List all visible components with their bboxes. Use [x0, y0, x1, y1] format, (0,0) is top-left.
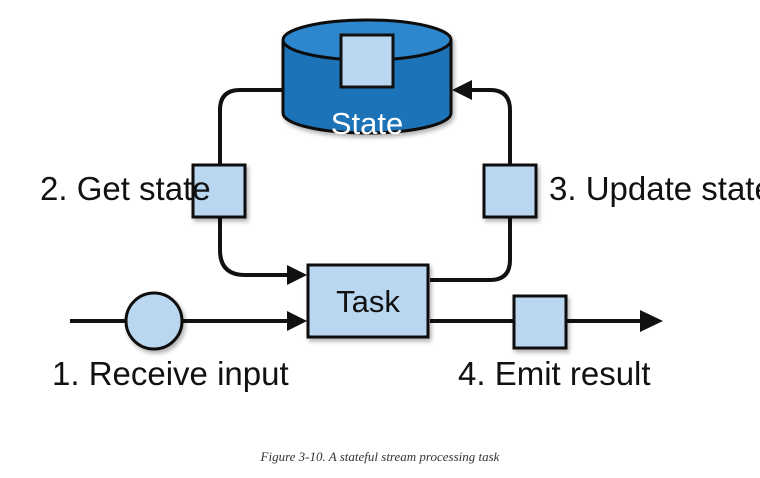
step-emit-result-label: 4. Emit result	[458, 355, 651, 392]
step-receive-input-label: 1. Receive input	[52, 355, 289, 392]
state-label: State	[331, 106, 403, 141]
output-record-square	[512, 294, 568, 350]
get-state-record-square	[191, 163, 247, 219]
figure-caption: Figure 3-10. A stateful stream processin…	[260, 449, 500, 464]
update-state-record-square	[482, 163, 538, 219]
state-record-square	[339, 33, 395, 89]
step-update-state-label: 3. Update state	[549, 170, 760, 207]
task-box	[306, 263, 430, 339]
task-label: Task	[336, 284, 400, 319]
arrowhead-to-task	[287, 265, 307, 285]
step-get-state-label: 2. Get state	[40, 170, 211, 207]
arrowhead-output	[640, 310, 663, 332]
arrowhead-to-state	[452, 80, 472, 100]
arrowhead-input	[287, 311, 307, 331]
input-event-circle	[124, 291, 184, 351]
